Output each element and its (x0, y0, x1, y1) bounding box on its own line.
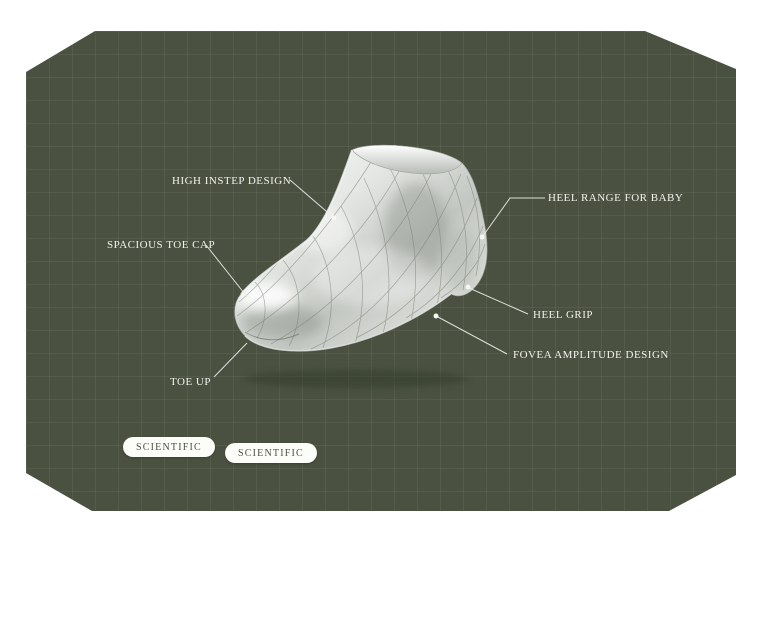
shoe-last-illustration (234, 144, 488, 388)
label-heel-range-for-baby: HEEL RANGE FOR BABY (548, 192, 684, 204)
label-heel-grip: HEEL GRIP (533, 309, 594, 321)
shoe-top-opening (351, 144, 463, 175)
label-spacious-toe-cap: SPACIOUS TOE CAP (107, 239, 216, 251)
shoe-shadow (244, 370, 468, 388)
label-fovea-amplitude-design: FOVEA AMPLITUDE DESIGN (513, 349, 669, 361)
grid-panel: HIGH INSTEP DESIGN HEEL RANGE FOR BABY S… (26, 31, 736, 511)
shoe-mesh (236, 151, 486, 350)
badge-scientific-1: SCIENTIFIC (123, 437, 215, 457)
label-high-instep-design: HIGH INSTEP DESIGN (172, 175, 292, 187)
badge-scientific-2: SCIENTIFIC (225, 443, 317, 463)
shoe-edge-highlights (240, 149, 452, 352)
label-toe-up: TOE UP (170, 376, 211, 388)
